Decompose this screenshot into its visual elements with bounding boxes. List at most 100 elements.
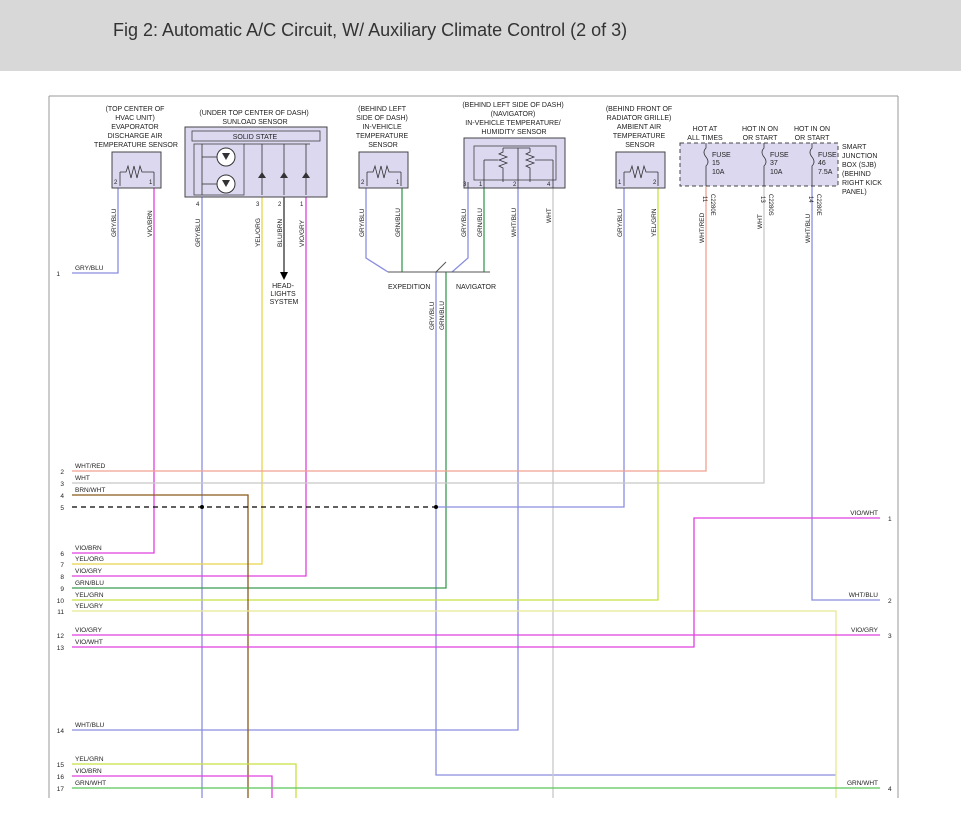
left-row-num: 12 (57, 633, 65, 640)
diode-icon (280, 172, 288, 178)
wire-label: YEL/ORG (255, 218, 262, 247)
wire-row14-wht-blu (72, 188, 519, 731)
left-row-num: 4 (60, 493, 64, 500)
left-row-label: VIO/GRY (75, 568, 103, 575)
ambient-sensor-box (615, 151, 666, 189)
left-row-num: 6 (60, 551, 64, 558)
wire-row7-yel-org (72, 197, 263, 565)
left-row-label: WHT/BLU (75, 722, 105, 729)
resistor-icon (624, 164, 658, 179)
wire-label: GRY/BLU (617, 208, 624, 237)
left-row-num: 5 (60, 505, 64, 512)
left-row-label: VIO/BRN (75, 768, 102, 775)
connector-c2280s: C2280S (767, 194, 773, 216)
wire-row1-gry-blu (72, 188, 119, 274)
fuse-icon (703, 143, 709, 186)
sjb-pin-11: 11 (701, 196, 707, 203)
humidity-sensor-box (463, 137, 566, 189)
solid-state-label: SOLID STATE (233, 134, 278, 141)
wire-label: WHT/BLU (805, 213, 812, 243)
left-row-label: BRN/WHT (75, 487, 105, 494)
wire-label: WHT (757, 214, 764, 229)
wire-row15-yel-grn (72, 763, 297, 798)
left-row-num: 2 (60, 469, 64, 476)
left-row-label: GRN/BLU (75, 580, 104, 587)
wire-row4-brn-wht (72, 494, 249, 798)
left-row-num: 13 (57, 645, 65, 652)
wire-row16-vio-brn (72, 775, 273, 798)
headlights-arrow-icon (280, 272, 288, 280)
sunload-sensor-box (184, 126, 328, 198)
wire-row10-yel-grn (72, 188, 659, 601)
evap-sensor-label: (TOP CENTER OF HVAC UNIT) EVAPORATOR DIS… (94, 106, 178, 149)
humidity-pin-1: 1 (479, 182, 483, 188)
ambient-pin-2: 2 (653, 180, 657, 186)
invehicle-pin-1: 1 (396, 180, 400, 186)
wire-label: GRY/BLU (359, 208, 366, 237)
left-row-num: 15 (57, 762, 65, 769)
invehicle-sensor-label: (BEHIND LEFT SIDE OF DASH) IN-VEHICLE TE… (356, 106, 410, 149)
left-row-num: 17 (57, 786, 65, 793)
left-row-label: YEL/GRN (75, 756, 104, 763)
wire-label: VIO/BRN (147, 210, 154, 237)
left-row-label: VIO/WHT (75, 639, 103, 646)
right-row-num: 4 (888, 786, 892, 793)
wire-row13-vio-wht (72, 517, 880, 648)
wire-invehicle-gry-blu (365, 188, 389, 273)
left-row-num: 8 (60, 574, 64, 581)
left-row-label: WHT/RED (75, 463, 106, 470)
left-row-num: 7 (60, 562, 64, 569)
humidity-pin-2: 2 (513, 182, 517, 188)
fuse-icon (761, 143, 767, 186)
right-row-num: 1 (888, 516, 892, 523)
left-row-label: YEL/GRN (75, 592, 104, 599)
title-bar (0, 0, 961, 71)
right-connector-rows: VIO/WHT 1 WHT/BLU 2 VIO/GRY 3 GRN/WHT 4 (847, 510, 892, 793)
humidity-pin-4: 4 (547, 182, 551, 188)
sjb-label: SMART JUNCTION BOX (SJB) (BEHIND RIGHT K… (842, 144, 884, 196)
sjb-pin-13: 13 (759, 196, 765, 203)
resistor-icon (524, 148, 536, 182)
junction-dots (200, 505, 438, 509)
left-row-num: 10 (57, 598, 65, 605)
left-row-label: YEL/ORG (75, 556, 104, 563)
right-row-label: VIO/GRY (851, 627, 879, 634)
resistor-icon (367, 164, 401, 179)
left-row-label: YEL/GRY (75, 603, 104, 610)
left-row-num: 11 (57, 609, 64, 616)
right-row-label: WHT/BLU (849, 592, 879, 599)
wires (72, 186, 880, 798)
connector-c2280e-1: C2280E (709, 194, 715, 216)
wire-merged-gry-blu (435, 272, 836, 776)
humidity-pin-3: 3 (463, 182, 467, 188)
sunload-pin-1: 1 (300, 202, 304, 208)
diagram-frame (48, 95, 899, 798)
right-row-label: GRN/WHT (847, 780, 878, 787)
wire-label: WHT/BLU (511, 207, 518, 237)
wire-row3-wht (72, 186, 765, 484)
evap-pin-2: 2 (114, 180, 118, 186)
left-row-num: 9 (60, 586, 64, 593)
wire-label: GRN/BLU (477, 208, 484, 237)
wire-label: GRN/BLU (395, 208, 402, 237)
junction-dot (200, 505, 204, 509)
diode-icon (302, 172, 310, 178)
sunload-pin-4: 4 (196, 202, 200, 208)
headlights-label: HEAD- LIGHTS SYSTEM (270, 283, 299, 306)
left-row-num: 3 (60, 481, 64, 488)
evap-sensor-box (111, 151, 162, 189)
wire-row8-vio-gry (72, 197, 307, 577)
sjb-pin-14: 14 (807, 196, 813, 203)
wire-right2-wht-blu (811, 186, 880, 601)
sunload-pin-3: 3 (256, 202, 260, 208)
wire-label: GRY/BLU (195, 218, 202, 247)
sunload-sensor-label: (UNDER TOP CENTER OF DASH) SUNLOAD SENSO… (199, 110, 310, 126)
option-label-navigator: NAVIGATOR (456, 284, 496, 291)
right-row-label: VIO/WHT (850, 510, 878, 517)
